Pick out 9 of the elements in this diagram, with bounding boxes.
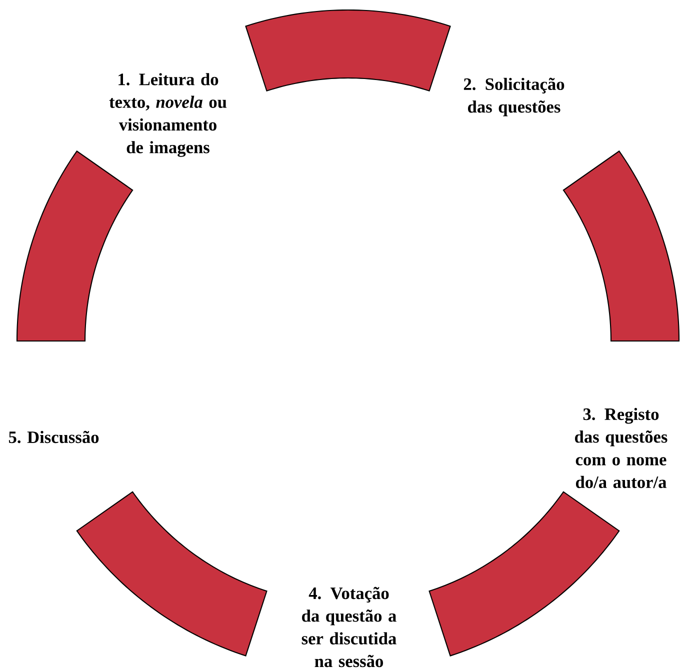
band-segment [76, 491, 268, 656]
step-label: 2. Solicitação das questões [464, 78, 564, 116]
band-segment [562, 150, 680, 342]
band-segment [428, 491, 620, 656]
step-label: 3. Registo das questões com o nome do/a autor/a [575, 408, 668, 488]
step-label: 4. Votação da questão a ser discutida na sessão [302, 586, 396, 668]
band-segment [245, 9, 451, 92]
step-label: 5. Discussão [8, 430, 99, 444]
step-label: 1. Leitura do texto, novela ou visionamento de imagens [109, 73, 227, 157]
